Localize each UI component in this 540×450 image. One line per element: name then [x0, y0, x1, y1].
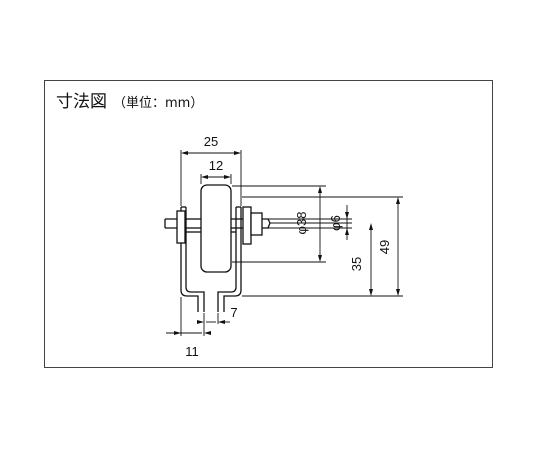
dim-width-inner: 12 — [209, 158, 223, 173]
bracket-inner — [185, 207, 237, 312]
unit-note: （単位：mm） — [113, 96, 204, 111]
axle — [164, 218, 271, 229]
wheel — [200, 184, 232, 273]
dim-axle-height: 35 — [349, 257, 364, 271]
dim-wheel-diameter: φ38 — [294, 212, 309, 235]
bracket-outer — [180, 207, 242, 312]
drawing-title: 寸法図 （単位：mm） — [56, 87, 203, 112]
dim-width-outer: 25 — [204, 134, 218, 149]
dim-slot-width: 7 — [230, 305, 237, 320]
dim-base-width: 11 — [185, 344, 199, 359]
nut-right — [242, 206, 252, 245]
title-text: 寸法図 — [56, 92, 107, 112]
dim-total-height: 49 — [377, 240, 392, 254]
dim-axle-diameter: φ6 — [328, 215, 343, 231]
drawing-frame — [44, 80, 493, 368]
nut-left — [176, 210, 186, 244]
